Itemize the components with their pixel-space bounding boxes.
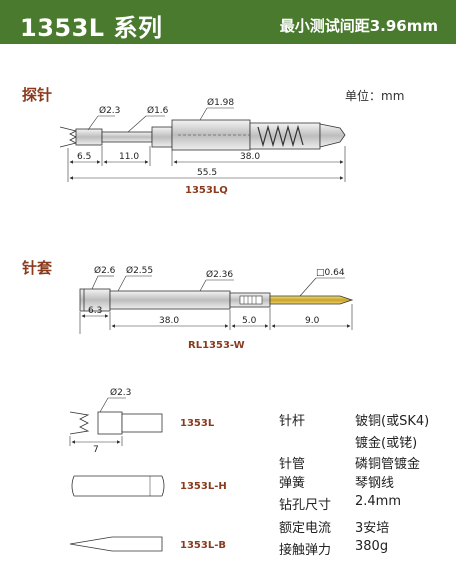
- spec-value-drill: 2.4mm: [355, 494, 402, 509]
- spec-value-spring: 琴钢线: [355, 476, 395, 491]
- spec-value-force: 380g: [355, 539, 389, 554]
- socket-model: RL1353-W: [188, 340, 245, 351]
- probe-dim-l3: 38.0: [240, 152, 260, 162]
- header-bar: 1353L 系列 最小测试间距3.96mm: [0, 0, 456, 44]
- spec-key-tube: 针管: [279, 457, 306, 472]
- probe-dim-total: 55.5: [197, 168, 217, 178]
- unit-label: 单位：mm: [345, 89, 405, 103]
- spec-key-force: 接触弹力: [279, 543, 332, 558]
- tip-flat-drawing: [71, 475, 165, 497]
- page-subtitle: 最小测试间距3.96mm: [279, 17, 438, 35]
- section-probe-label: 探针: [22, 86, 53, 104]
- page-title: 1353L 系列: [20, 14, 163, 42]
- socket-dim-l2: 38.0: [159, 316, 179, 326]
- socket-dim-d1: Ø2.6: [94, 265, 116, 276]
- spec-value-shaft: 铍铜(或SK4): [355, 414, 430, 429]
- probe-dim-l2: 11.0: [119, 152, 139, 162]
- probe-drawing: [59, 119, 346, 151]
- spec-value-tube: 磷铜管镀金: [355, 457, 421, 472]
- tip-point-drawing: [69, 536, 163, 552]
- probe-dim-l1: 6.5: [77, 152, 91, 162]
- tip-crown-drawing: [69, 397, 163, 446]
- probe-model: 1353LQ: [185, 185, 228, 196]
- socket-dimensions: [79, 275, 353, 334]
- socket-dim-d3: Ø2.36: [206, 269, 233, 280]
- spec-value-current: 3安培: [355, 521, 390, 536]
- socket-dim-l4: 9.0: [305, 316, 320, 326]
- probe-dim-d2: Ø1.6: [147, 105, 169, 116]
- spec-key-shaft: 针杆: [279, 414, 306, 429]
- probe-dim-d1: Ø2.3: [99, 105, 120, 116]
- tip-point-model: 1353L-B: [180, 540, 226, 551]
- spec-key-current: 额定电流: [279, 521, 332, 536]
- spec-key-drill: 钻孔尺寸: [279, 498, 332, 513]
- tip-crown-model: 1353L: [180, 418, 215, 429]
- section-socket-label: 针套: [22, 259, 53, 277]
- socket-drawing: [79, 288, 354, 312]
- tip-crown-dim-l: 7: [93, 445, 99, 455]
- spec-key-spring: 弹簧: [279, 476, 306, 491]
- probe-dim-d3: Ø1.98: [207, 97, 234, 108]
- socket-dim-d2: Ø2.55: [126, 265, 153, 276]
- spec-value-plating: 镀金(或铑): [355, 436, 418, 451]
- socket-dim-l1: 6.3: [88, 306, 102, 316]
- socket-dim-d4: □0.64: [316, 268, 345, 278]
- probe-dimensions: [67, 107, 346, 182]
- tip-crown-dim-d: Ø2.3: [110, 387, 131, 398]
- socket-dim-l3: 5.0: [242, 316, 257, 326]
- tip-flat-model: 1353L-H: [180, 481, 227, 492]
